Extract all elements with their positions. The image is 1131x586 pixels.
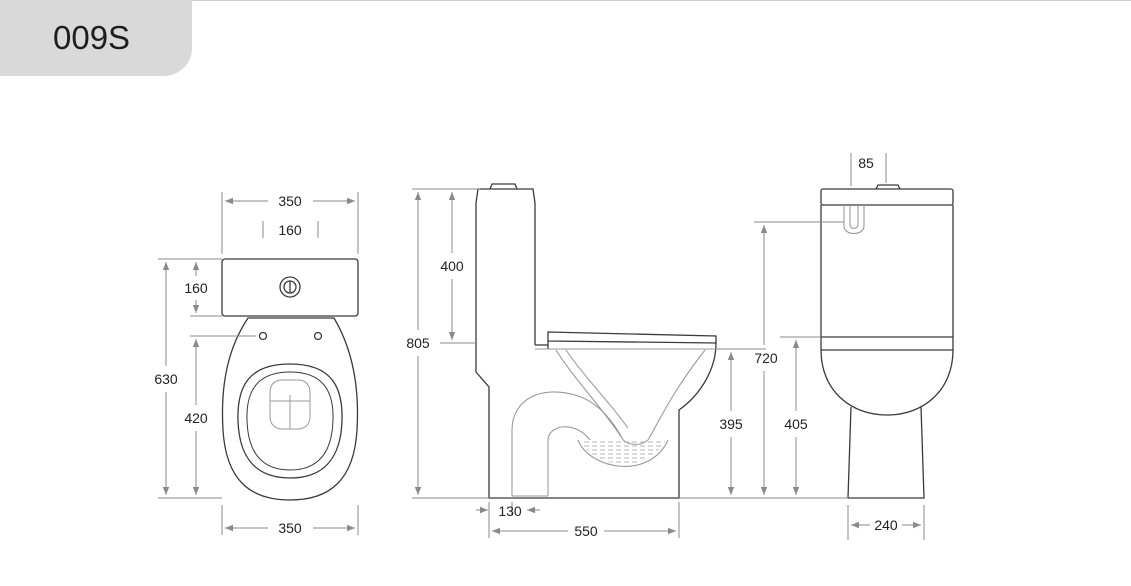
rear-pedestal <box>847 406 925 499</box>
front-seat-height-label: 420 <box>184 410 208 426</box>
side-cistern <box>475 188 536 345</box>
side-tank-height-label: 400 <box>440 258 464 274</box>
rear-dimensions <box>754 153 925 540</box>
front-base-width-label: 350 <box>278 520 302 536</box>
front-width-label: 350 <box>278 193 302 209</box>
side-flush-button <box>489 183 518 190</box>
side-trapway <box>511 349 706 497</box>
rear-view <box>820 184 954 499</box>
rear-button-offset-label: 85 <box>858 155 874 171</box>
front-bowl-outline <box>221 317 359 501</box>
side-view <box>475 183 717 499</box>
front-seat-inner <box>246 371 334 471</box>
rear-base-width-label: 240 <box>874 517 898 533</box>
front-seat-opening <box>269 379 311 430</box>
side-depth-label: 550 <box>574 523 598 539</box>
rear-total-height-label: 720 <box>754 350 778 366</box>
bolt-left <box>258 331 268 341</box>
side-dimensions <box>412 188 766 538</box>
front-total-height-label: 630 <box>154 371 178 387</box>
side-seat-height-label: 395 <box>719 416 743 432</box>
rear-flush-button <box>875 184 901 190</box>
front-cistern <box>221 258 359 317</box>
rear-seat-height-label: 405 <box>784 416 808 432</box>
side-total-height-label: 805 <box>406 335 430 351</box>
rear-seat <box>820 336 954 351</box>
side-body-outline <box>475 203 717 499</box>
front-dimensions <box>158 192 359 535</box>
rear-cistern <box>820 188 954 206</box>
front-seat-outer <box>237 363 343 479</box>
model-label: 009S <box>53 19 131 56</box>
front-flush-spacing-label: 160 <box>278 222 302 238</box>
side-outlet-offset-label: 130 <box>498 503 522 519</box>
water-seal <box>580 440 666 464</box>
side-seat <box>547 331 717 344</box>
front-view <box>221 258 359 501</box>
model-tab: 009S <box>0 0 192 76</box>
bolt-right <box>313 331 323 341</box>
rear-overflow <box>843 205 865 235</box>
rear-bowl <box>820 349 954 416</box>
flush-button-icon <box>279 276 301 298</box>
front-tank-height-label: 160 <box>184 280 208 296</box>
top-rule <box>192 0 1131 1</box>
